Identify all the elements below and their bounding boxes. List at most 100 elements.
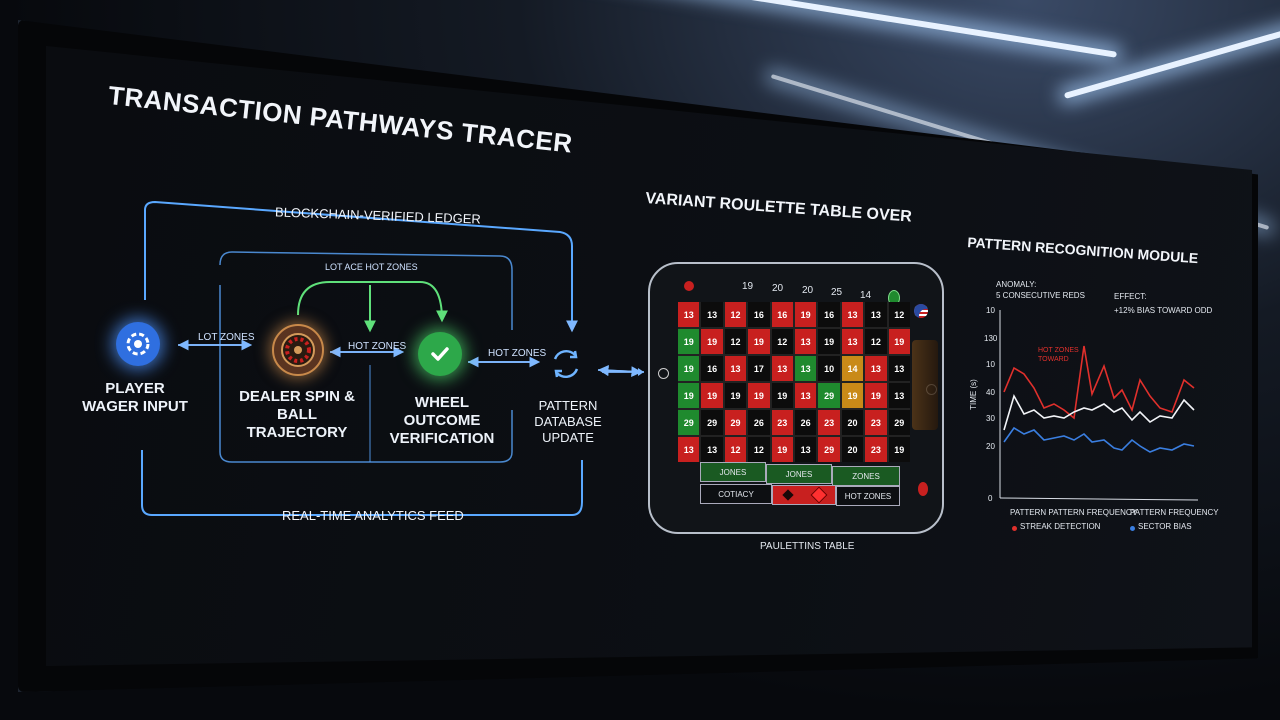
cotiacy-cell[interactable]: COTIACY bbox=[700, 484, 772, 504]
roulette-number-cell[interactable]: 19 bbox=[724, 383, 747, 408]
roulette-number-cell[interactable]: 19 bbox=[748, 383, 770, 408]
baseline-line bbox=[1003, 393, 1195, 431]
link-label: LOT ZONES bbox=[198, 332, 255, 343]
roulette-caption: PAULETTINS TABLE bbox=[760, 541, 855, 552]
y-tick: 130 bbox=[984, 334, 998, 343]
roulette-number-cell[interactable]: 19 bbox=[841, 383, 864, 408]
roulette-number-cell[interactable]: 13 bbox=[865, 356, 887, 381]
diamond-icon bbox=[810, 486, 827, 504]
roulette-number-cell[interactable]: 19 bbox=[865, 383, 887, 408]
pattern-chart bbox=[999, 310, 1199, 501]
roulette-number-cell[interactable]: 19 bbox=[888, 329, 910, 354]
x-axis-label: PATTERN FREQUENCY bbox=[1130, 508, 1219, 517]
roulette-number-cell[interactable]: 19 bbox=[771, 437, 793, 462]
bottom-right-marker bbox=[918, 482, 928, 496]
roulette-number-cell[interactable]: 13 bbox=[865, 302, 887, 327]
roulette-number-cell[interactable]: 13 bbox=[771, 356, 793, 381]
y-axis-label: TIME (s) bbox=[968, 379, 978, 410]
roulette-number-cell[interactable]: 23 bbox=[865, 437, 887, 462]
top-number: 25 bbox=[831, 287, 843, 298]
player-wager-node[interactable] bbox=[116, 322, 160, 366]
roulette-number-cell[interactable]: 12 bbox=[865, 329, 887, 354]
roulette-number-cell[interactable]: 29 bbox=[818, 437, 840, 462]
zone-cell[interactable]: JONES bbox=[700, 462, 766, 482]
roulette-number-cell[interactable]: 13 bbox=[701, 302, 723, 327]
x-axis-label: PATTERN PATTERN FREQUENCY bbox=[1010, 508, 1137, 517]
roulette-number-cell[interactable]: 29 bbox=[678, 410, 700, 435]
roulette-number-cell[interactable]: 14 bbox=[841, 356, 864, 381]
zone-cell[interactable]: ZONES bbox=[832, 466, 900, 486]
roulette-number-cell[interactable]: 10 bbox=[818, 356, 840, 381]
roulette-number-cell[interactable]: 12 bbox=[724, 302, 747, 327]
hot-zones-cell[interactable]: HOT ZONES bbox=[836, 486, 900, 506]
diamond-bet-cell[interactable] bbox=[772, 485, 836, 505]
roulette-number-cell[interactable]: 29 bbox=[724, 410, 747, 435]
roulette-number-cell[interactable]: 29 bbox=[701, 410, 723, 435]
roulette-number-cell[interactable]: 16 bbox=[748, 302, 770, 327]
roulette-number-cell[interactable]: 13 bbox=[841, 302, 864, 327]
roulette-number-cell[interactable]: 13 bbox=[888, 383, 910, 408]
top-number: 20 bbox=[802, 285, 814, 296]
roulette-number-cell[interactable]: 19 bbox=[771, 383, 793, 408]
legend-sector-bias: SECTOR BIAS bbox=[1138, 522, 1192, 531]
y-tick: 20 bbox=[986, 442, 995, 451]
roulette-number-cell[interactable]: 13 bbox=[678, 437, 700, 462]
y-tick: 40 bbox=[986, 388, 995, 397]
roulette-number-cell[interactable]: 29 bbox=[888, 410, 910, 435]
roulette-number-cell[interactable]: 23 bbox=[818, 410, 840, 435]
roulette-number-cell[interactable]: 20 bbox=[841, 410, 864, 435]
roulette-number-cell[interactable]: 12 bbox=[888, 302, 910, 327]
roulette-number-cell[interactable]: 13 bbox=[724, 356, 747, 381]
roulette-number-cell[interactable]: 13 bbox=[841, 329, 864, 354]
roulette-number-cell[interactable]: 12 bbox=[724, 437, 747, 462]
top-number: 20 bbox=[772, 283, 784, 294]
roulette-number-cell[interactable]: 13 bbox=[888, 356, 910, 381]
roulette-number-cell[interactable]: 23 bbox=[771, 410, 793, 435]
y-tick: 0 bbox=[988, 494, 993, 503]
roulette-number-cell[interactable]: 20 bbox=[841, 437, 864, 462]
roulette-number-cell[interactable]: 13 bbox=[794, 356, 817, 381]
roulette-number-cell[interactable]: 17 bbox=[748, 356, 770, 381]
roulette-number-cell[interactable]: 26 bbox=[748, 410, 770, 435]
zone-cell[interactable]: JONES bbox=[766, 464, 832, 484]
roulette-number-cell[interactable]: 12 bbox=[748, 437, 770, 462]
roulette-number-cell[interactable]: 29 bbox=[818, 383, 840, 408]
roulette-number-cell[interactable]: 12 bbox=[724, 329, 747, 354]
left-rail-icon bbox=[658, 368, 669, 379]
pattern-database-label: PATTERN DATABASE UPDATE bbox=[534, 398, 602, 445]
roulette-number-cell[interactable]: 19 bbox=[748, 329, 770, 354]
roulette-number-cell[interactable]: 19 bbox=[818, 329, 840, 354]
dealer-spin-node[interactable] bbox=[272, 324, 324, 376]
roulette-number-cell[interactable]: 19 bbox=[701, 329, 723, 354]
roulette-number-cell[interactable]: 16 bbox=[701, 356, 723, 381]
y-tick: 10 bbox=[986, 306, 995, 315]
roulette-number-cell[interactable]: 12 bbox=[771, 329, 793, 354]
roulette-number-cell[interactable]: 19 bbox=[888, 437, 910, 462]
roulette-number-cell[interactable]: 19 bbox=[678, 383, 700, 408]
roulette-number-cell[interactable]: 13 bbox=[794, 329, 817, 354]
roulette-number-cell[interactable]: 13 bbox=[794, 383, 817, 408]
analytics-feed-label: REAL-TIME ANALYTICS FEED bbox=[282, 508, 464, 523]
legend-dot-sector bbox=[1130, 526, 1135, 531]
ceiling-light-strip bbox=[1063, 27, 1280, 99]
flow-connectors bbox=[141, 200, 643, 516]
link-label: HOT ZONES bbox=[488, 348, 547, 359]
roulette-number-cell[interactable]: 23 bbox=[865, 410, 887, 435]
roulette-number-cell[interactable]: 16 bbox=[771, 302, 793, 327]
refresh-cycle-icon bbox=[553, 349, 579, 379]
roulette-number-cell[interactable]: 16 bbox=[818, 302, 840, 327]
inner-zone-label: LOT ACE HOT ZONES bbox=[325, 262, 418, 272]
roulette-number-cell[interactable]: 13 bbox=[794, 437, 817, 462]
pattern-database-node[interactable] bbox=[546, 344, 586, 384]
roulette-number-cell[interactable]: 13 bbox=[678, 302, 700, 327]
roulette-number-cell[interactable]: 13 bbox=[701, 437, 723, 462]
wheel-outcome-node[interactable] bbox=[418, 332, 462, 376]
ceiling-light-strip bbox=[562, 0, 1118, 58]
flag-icon bbox=[914, 304, 928, 318]
roulette-number-cell[interactable]: 19 bbox=[794, 302, 817, 327]
roulette-number-cell[interactable]: 19 bbox=[678, 329, 700, 354]
roulette-number-cell[interactable]: 26 bbox=[794, 410, 817, 435]
roulette-number-cell[interactable]: 19 bbox=[678, 356, 700, 381]
roulette-number-cell[interactable]: 19 bbox=[701, 383, 723, 408]
